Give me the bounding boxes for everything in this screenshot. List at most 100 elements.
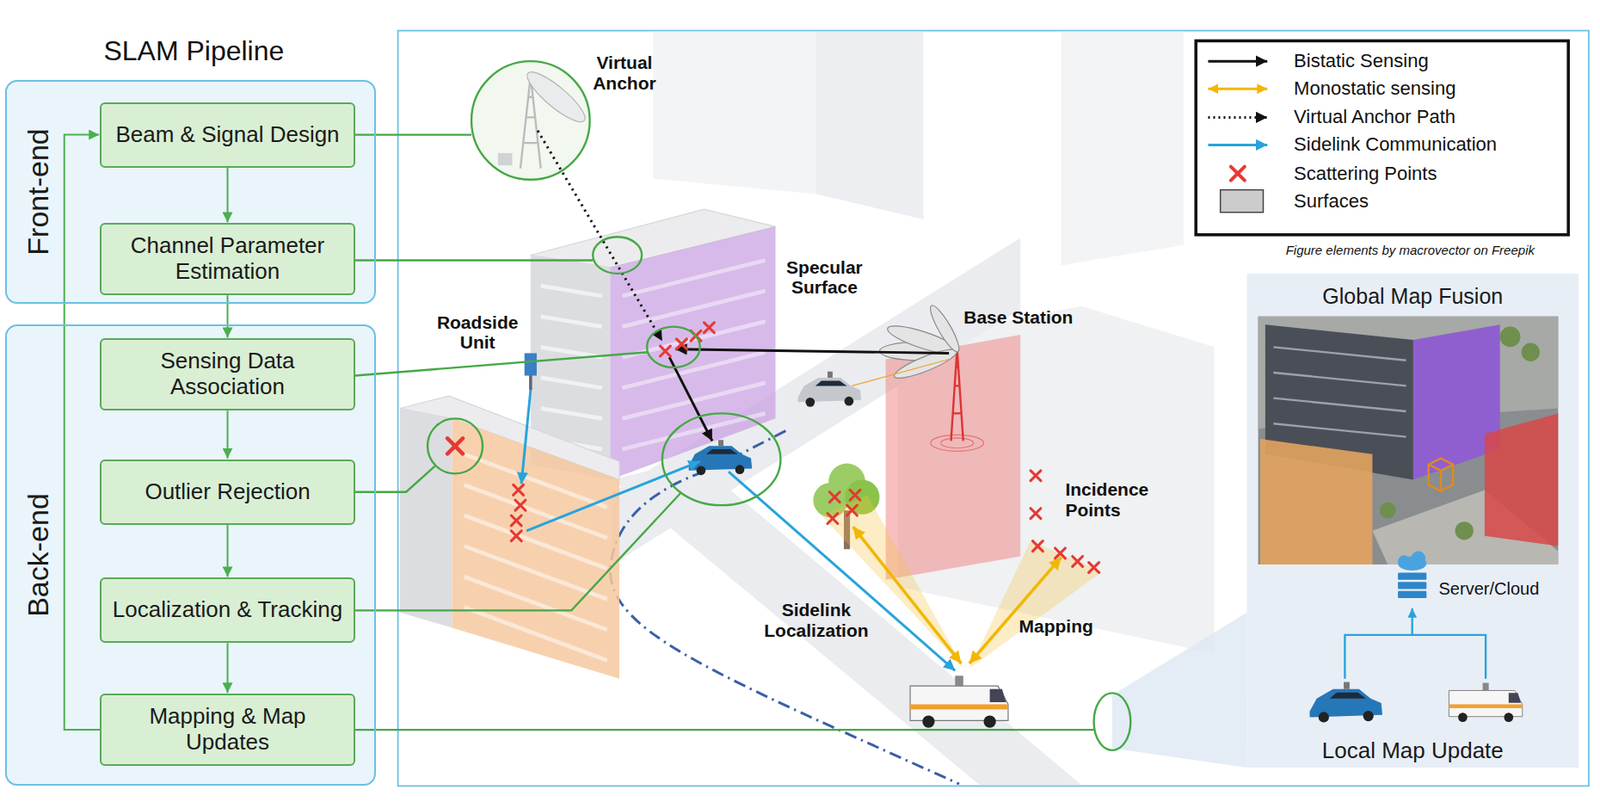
scattering-points [1030,508,1041,519]
scattering-points [847,504,858,516]
van [954,675,963,686]
scene-label: Roadside Unit [431,312,524,353]
aerial-photo [1500,326,1521,348]
leader-line [355,258,593,261]
stage-panel: Beam & Signal DesignChannel Parameter Es… [5,80,376,305]
server-cloud-icon [1397,551,1427,599]
scene-label: Sidelink Localization [757,600,875,641]
grey-building [622,259,766,449]
legend-sample [1230,166,1245,181]
flow-arrow [64,135,101,731]
panel-heading: Global Map Fusion [1247,283,1580,309]
van [1448,689,1522,716]
pipeline-panel-fill [5,80,376,305]
aerial-photo [1455,521,1474,540]
van [910,685,1009,720]
scattering-points [703,322,714,333]
bistatic-arrow [675,349,949,354]
grey-building [541,285,603,450]
server-cloud-icon [1397,554,1410,567]
legend-label: Monostatic sensing [1293,77,1456,100]
process-box: Sensing Data Association [99,338,356,411]
box-label: Sensing Data Association [111,348,344,400]
leader-line [355,728,1095,731]
grey-car [798,371,862,407]
van [1458,712,1468,722]
legend-sample [1207,144,1268,146]
thin-link [851,359,949,387]
scattering-points [676,338,687,350]
fusion-panel: Global Map FusionLocal Map Update [1247,273,1580,768]
flow-arrow [227,642,229,693]
bistatic-arrow [669,356,713,441]
server-cloud-icon [1397,590,1427,598]
legend-sample [1207,116,1268,118]
scattering-points [510,530,522,542]
base-station [892,344,960,383]
legend-label: Sidelink Communication [1293,133,1497,156]
scene-label: Base Station [963,307,1073,328]
credit-note: Figure elements by macrovector on Freepi… [1286,242,1535,258]
legend-sample [1207,88,1268,90]
leader-line [427,418,483,474]
box-label: Beam & Signal Design [115,122,339,148]
van [922,715,935,728]
sidelink-arrow [728,471,955,671]
legend-line [1207,143,1268,147]
sidelink-arrow [526,461,701,531]
aerial-photo [1484,412,1558,546]
box-label: Localization & Tracking [112,596,343,623]
blue-car [689,439,753,475]
roadside-unit [524,352,537,376]
legend-sample [1207,61,1268,62]
scattering-points [510,515,522,526]
upload-arrow [1411,608,1414,635]
virtual-anchor [498,153,513,166]
legend-label: Surfaces [1293,190,1369,213]
scattering-points [1032,541,1043,552]
base-station [941,437,974,449]
aerial-photo [1258,316,1559,565]
scene-label: Incidence Points [1064,480,1168,521]
scattering-points [447,437,463,454]
map-upload-wedge [1094,612,1248,768]
scattering-points [827,513,838,524]
process-box: Outlier Rejection [99,459,356,525]
scene-label: Specular Surface [775,257,874,298]
legend-sample [1220,190,1264,213]
scattering-points [1055,547,1066,559]
upload-arrow [1344,634,1486,679]
sidelink-arrow [521,389,955,671]
aerial-photo [1428,458,1453,492]
orange-building [400,395,620,679]
leader-line [355,351,648,376]
stage-label: Back-end [20,492,55,617]
process-box: Localization & Tracking [99,577,356,643]
scattering-points [829,492,840,503]
aerial-photo [1258,316,1559,565]
legend-cross [1230,166,1245,181]
grey-building [530,209,776,480]
global-map-panel [1247,273,1580,768]
van [1448,703,1522,708]
van [1483,683,1490,691]
icon-label: Server/Cloud [1439,578,1540,598]
van [1508,692,1521,703]
panel-caption: Local Map Update [1247,737,1580,764]
flow-arrow [227,295,229,338]
sidelink-arrow [521,389,531,484]
orange-building [451,418,620,678]
legend-frame [1195,40,1569,234]
city-background [652,31,817,195]
scattering-points [515,499,526,511]
monostatic-beam [969,541,1102,669]
city-background [1061,31,1184,266]
legend-label: Virtual Anchor Path [1293,105,1456,129]
leader-line [355,135,1095,731]
van [983,715,996,728]
scene-label: Mapping [1019,616,1094,638]
legend-line [1207,60,1268,63]
monostatic-beam [969,557,1062,664]
flow-arrow [227,524,229,578]
